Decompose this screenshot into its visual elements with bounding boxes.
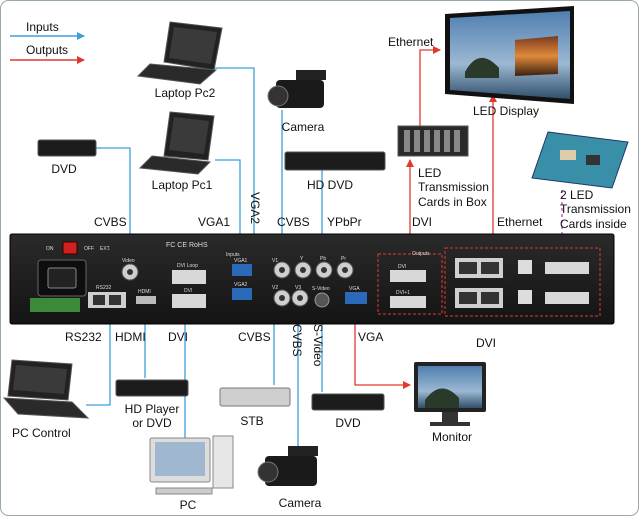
camera-bottom-label: Camera (278, 496, 322, 510)
dvd-top-icon (37, 139, 97, 157)
monitor-label: Monitor (431, 430, 473, 444)
audio-terminal (30, 298, 80, 312)
hd-dvd-label: HD DVD (306, 178, 354, 192)
laptop-pc1-icon (138, 111, 215, 175)
pc-control-laptop-icon (2, 359, 90, 419)
line-pc-control-rs232 (86, 305, 114, 406)
card2-dvi (545, 292, 589, 304)
panel-vga2-label: VGA2 (234, 282, 248, 288)
panel-dvi-label: DVI (398, 264, 407, 270)
vga2-label: VGA2 (248, 192, 262, 225)
laptop-pc2-label: Laptop Pc2 (154, 86, 216, 100)
panel-cert-label: FC CE RoHS (166, 242, 208, 249)
cvbs-vertical-label: CVBS (290, 324, 304, 357)
svideo-port (314, 292, 330, 308)
hd-player-icon (115, 379, 189, 397)
camera-top-icon (267, 70, 326, 108)
camera-top-label: Camera (281, 120, 325, 134)
panel-off-label: OFF (84, 246, 94, 252)
panel-hdmi-label: HDMI (138, 289, 151, 295)
panel-outputs-label: Outputs (412, 251, 430, 257)
hd-dvd-icon (284, 151, 386, 171)
monitor-icon (414, 362, 486, 426)
cvbs-left-label: CVBS (94, 215, 127, 229)
led-display-icon (445, 6, 574, 104)
line-laptop1-vga1 (215, 159, 244, 259)
power-switch[interactable] (62, 241, 78, 255)
panel-ext-label: EXT. (100, 246, 111, 252)
panel-vga-label: VGA (349, 286, 360, 292)
panel-svideo-label: S-Video (312, 286, 330, 292)
panel-dvi2-label: DVI (184, 288, 193, 294)
vga-out-label: VGA (358, 330, 384, 344)
pc-icon (149, 435, 234, 495)
vga-output-port (345, 292, 367, 304)
line-vga-to-monitor (354, 302, 411, 389)
laptop-pc1-label: Laptop Pc1 (151, 178, 213, 192)
led-display-label: LED Display (472, 104, 540, 118)
panel-video-label: Video (122, 258, 135, 264)
panel-dvi-plus-1-label: DVI+1 (396, 290, 411, 296)
led-cards-inside-label: 2 LED Transmission Cards inside (560, 188, 631, 231)
panel-inputs-label: Inputs (226, 252, 240, 258)
legend-inputs-label: Inputs (26, 20, 59, 34)
hdmi-port (136, 296, 156, 304)
ethernet-dashed-box (444, 247, 601, 317)
panel-v3-label: V3 (295, 285, 302, 291)
line-ethernet-to-display (419, 46, 441, 126)
panel-v2-label: V2 (272, 285, 279, 291)
hd-player-label: HD Player or DVD (124, 402, 180, 431)
rs232-label: RS232 (65, 330, 102, 344)
dvi-plus1-output-port (390, 296, 426, 308)
dvi-input-port (172, 294, 206, 308)
panel-on-label: ON (46, 246, 54, 252)
dvi-bottom-left-label: DVI (168, 330, 189, 344)
vga2-port (232, 288, 252, 300)
panel-v1-label: V1 (272, 258, 279, 264)
led-card-pcb-icon (531, 131, 629, 189)
stb-icon (219, 387, 291, 407)
panel-vga1-label: VGA1 (234, 258, 248, 264)
ethernet-right-label: Ethernet (497, 215, 543, 229)
pc-label: PC (179, 498, 197, 512)
hdmi-label: HDMI (115, 330, 146, 344)
dvi-top-label: DVI (412, 215, 433, 229)
panel-pr-label: Pr (341, 256, 346, 262)
stb-label: STB (240, 414, 264, 428)
vga1-port (232, 264, 252, 276)
legend-outputs-label: Outputs (26, 43, 69, 57)
led-card-box-icon (397, 125, 469, 157)
dvi-output-port (390, 270, 426, 282)
svideo-label: S-Video (311, 324, 325, 367)
card1-dvi (545, 262, 589, 274)
dvi-right-label: DVI (476, 336, 497, 350)
camera-bottom-icon (257, 446, 318, 486)
led-cards-box-label: LED Transmission Cards in Box (418, 166, 489, 209)
vga1-label: VGA1 (198, 215, 231, 229)
panel-dvi-loop-label: DVI Loop (177, 263, 198, 269)
outputs-dashed-box (377, 253, 443, 315)
cvbs-bottom-label: CVBS (238, 330, 271, 344)
line-dvd-cvbs (95, 147, 134, 259)
laptop-pc2-icon (136, 21, 223, 85)
panel-pb-label: Pb (320, 256, 327, 262)
dvd-bottom-label: DVD (335, 416, 361, 430)
cvbs-top-label: CVBS (277, 215, 310, 229)
panel-rs232-label: RS232 (96, 285, 112, 291)
dvd-top-label: DVD (51, 162, 77, 176)
ethernet-top-label: Ethernet (388, 35, 434, 49)
dvd-bottom-icon (311, 393, 385, 411)
panel-y-label: Y (300, 256, 304, 262)
dvi-loop-port (172, 270, 206, 284)
ypbpr-label: YPbPr (327, 215, 362, 229)
pc-control-label: PC Control (12, 426, 71, 440)
